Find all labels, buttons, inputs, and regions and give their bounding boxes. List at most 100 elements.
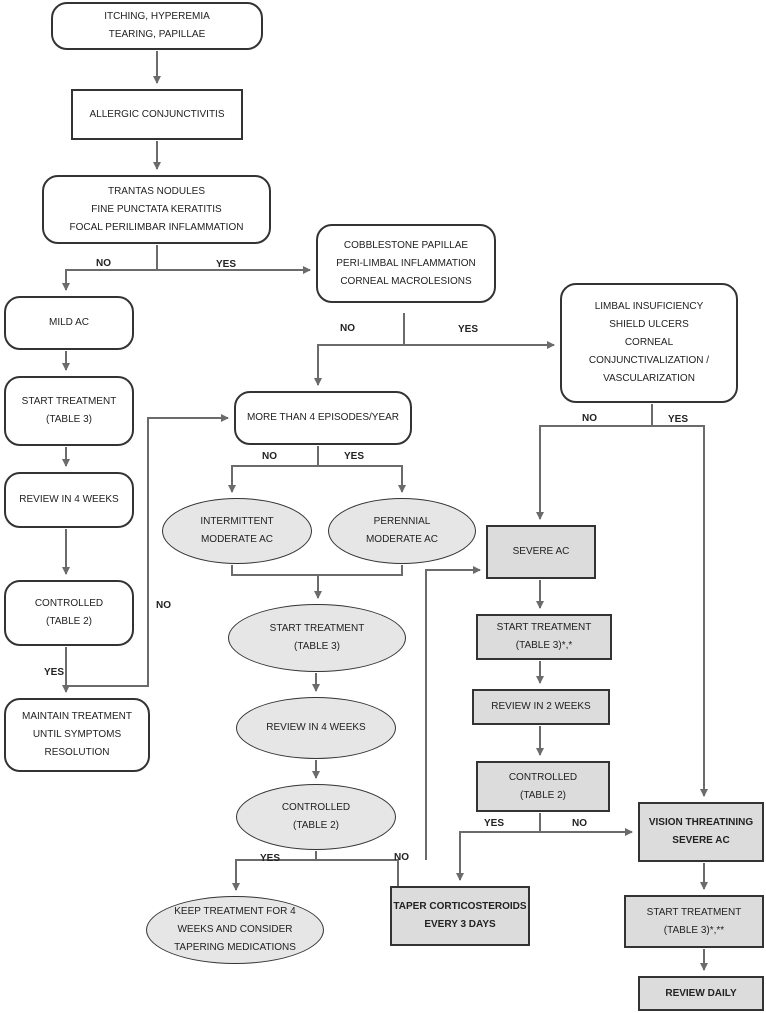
node-intermittent-moderate-ac: INTERMITTENT MODERATE AC xyxy=(162,498,312,564)
node-review-4-weeks-moderate: REVIEW IN 4 WEEKS xyxy=(236,697,396,759)
node-symptoms: ITCHING, HYPEREMIA TEARING, PAPILLAE xyxy=(51,2,263,50)
label-no-episodes: NO xyxy=(262,451,277,462)
node-line: CONTROLLED xyxy=(34,598,104,609)
label-no-mild: NO xyxy=(156,600,171,611)
node-taper-corticosteroids: TAPER CORTICOSTEROIDS EVERY 3 DAYS xyxy=(390,886,530,946)
node-line: START TREATMENT xyxy=(21,396,117,407)
node-line: REVIEW IN 2 WEEKS xyxy=(491,701,591,712)
node-line: MORE THAN 4 EPISODES/YEAR xyxy=(246,412,400,423)
node-trantas-nodules: TRANTAS NODULES FINE PUNCTATA KERATITIS … xyxy=(42,175,271,244)
arrow-limbal-yes-to-vision xyxy=(652,425,708,797)
label-yes-moderate: YES xyxy=(260,853,281,864)
node-line: MILD AC xyxy=(48,317,89,328)
node-line: ALLERGIC CONJUNCTIVITIS xyxy=(89,108,225,120)
node-start-treatment-mild: START TREATMENT (TABLE 3) xyxy=(4,376,134,446)
arrow-cobblestone-no-to-episodes xyxy=(314,344,404,386)
node-line: START TREATMENT xyxy=(496,622,592,633)
label-no-trantas: NO xyxy=(96,258,111,269)
node-controlled-mild: CONTROLLED (TABLE 2) xyxy=(4,580,134,646)
arrow-episodes-yes-to-perennial xyxy=(318,465,406,493)
node-line: FOCAL PERILIMBAR INFLAMMATION xyxy=(69,221,244,233)
node-line: REVIEW IN 4 WEEKS xyxy=(266,722,366,733)
node-line: START TREATMENT xyxy=(269,623,365,634)
node-limbal-insufficiency: LIMBAL INSUFICIENCY SHIELD ULCERS CORNEA… xyxy=(560,283,738,403)
label-yes-episodes: YES xyxy=(344,451,365,462)
label-no-cobblestone: NO xyxy=(340,323,355,334)
arrow-controlled-no-to-severe xyxy=(316,859,399,886)
node-keep-treatment: KEEP TREATMENT FOR 4 WEEKS AND CONSIDER … xyxy=(146,896,324,964)
label-yes-mild: YES xyxy=(44,667,65,678)
node-line: TAPER CORTICOSTEROIDS xyxy=(393,901,527,912)
arrow-trantas-no-to-mild xyxy=(62,269,157,291)
line-moderate-merge xyxy=(231,565,403,576)
node-severe-ac: SEVERE AC xyxy=(486,525,596,579)
arrow-controlled-yes-to-taper xyxy=(456,831,540,881)
node-cobblestone-papillae: COBBLESTONE PAPILLAE PERI-LIMBAL INFLAMM… xyxy=(316,224,496,303)
arrow-episodes-no-to-intermittent xyxy=(228,465,318,493)
node-line: (TABLE 3)*,* xyxy=(515,640,573,651)
node-line: CORNEAL MACROLESIONS xyxy=(340,275,472,287)
node-line: UNTIL SYMPTOMS xyxy=(32,729,122,740)
label-yes-cobblestone: YES xyxy=(458,324,479,335)
label-no-limbal: NO xyxy=(582,413,597,424)
arrow-loop-to-severe xyxy=(425,566,481,860)
node-line: VASCULARIZATION xyxy=(603,373,695,384)
node-controlled-moderate: CONTROLLED (TABLE 2) xyxy=(236,784,396,850)
node-review-daily: REVIEW DAILY xyxy=(638,976,764,1011)
node-line: ITCHING, HYPEREMIA xyxy=(104,11,210,22)
node-line: FINE PUNCTATA KERATITIS xyxy=(91,203,222,215)
node-line: (TABLE 2) xyxy=(46,616,92,627)
node-line: CONTROLLED xyxy=(281,802,351,813)
node-line: PERENNIAL xyxy=(373,516,431,527)
node-mild-ac: MILD AC xyxy=(4,296,134,350)
node-line: CORNEAL xyxy=(624,337,674,348)
node-line: KEEP TREATMENT FOR 4 xyxy=(174,906,296,917)
node-line: TRANTAS NODULES xyxy=(107,185,206,197)
arrow-controlled-yes-to-keep xyxy=(232,859,316,891)
arrow-limbal-no-to-severe xyxy=(536,425,652,520)
label-yes-limbal: YES xyxy=(668,414,689,425)
node-line: REVIEW DAILY xyxy=(665,987,737,999)
node-line: LIMBAL INSUFICIENCY xyxy=(594,301,704,312)
node-line: MODERATE AC xyxy=(200,534,274,545)
node-perennial-moderate-ac: PERENNIAL MODERATE AC xyxy=(328,498,476,564)
node-vision-threatening: VISION THREATINING SEVERE AC xyxy=(638,802,764,862)
node-line: SEVERE AC xyxy=(672,835,730,846)
label-no-moderate: NO xyxy=(394,852,409,863)
node-controlled-severe: CONTROLLED (TABLE 2) xyxy=(476,761,610,812)
node-line: INTERMITTENT xyxy=(200,516,274,527)
node-line: (TABLE 2) xyxy=(293,820,339,831)
node-line: RESOLUTION xyxy=(44,747,110,758)
node-line: VISION THREATINING xyxy=(648,817,754,828)
node-line: CONTROLLED xyxy=(508,771,578,783)
label-no-severe: NO xyxy=(572,818,587,829)
node-maintain-treatment: MAINTAIN TREATMENT UNTIL SYMPTOMS RESOLU… xyxy=(4,698,150,772)
node-line: TEARING, PAPILLAE xyxy=(108,29,206,40)
node-line: (TABLE 3)*,** xyxy=(663,924,725,936)
node-line: CONJUNCTIVALIZATION / xyxy=(588,355,710,366)
node-line: EVERY 3 DAYS xyxy=(424,919,496,930)
node-more-than-4-episodes: MORE THAN 4 EPISODES/YEAR xyxy=(234,391,412,445)
node-allergic-conjunctivitis: ALLERGIC CONJUNCTIVITIS xyxy=(71,89,243,140)
node-start-treatment-moderate: START TREATMENT (TABLE 3) xyxy=(228,604,406,672)
node-line: SHIELD ULCERS xyxy=(609,319,689,330)
node-line: MODERATE AC xyxy=(365,534,439,545)
label-yes-severe: YES xyxy=(484,818,505,829)
node-line: MAINTAIN TREATMENT xyxy=(22,711,132,722)
node-line: START TREATMENT xyxy=(646,906,742,918)
node-start-treatment-severe: START TREATMENT (TABLE 3)*,* xyxy=(476,614,612,660)
node-line: TAPERING MEDICATIONS xyxy=(174,942,296,953)
node-line: SEVERE AC xyxy=(512,546,570,557)
label-yes-trantas: YES xyxy=(216,259,237,270)
node-review-4-weeks-mild: REVIEW IN 4 WEEKS xyxy=(4,472,134,528)
node-line: (TABLE 3) xyxy=(294,641,340,652)
node-line: COBBLESTONE PAPILLAE xyxy=(343,239,469,251)
node-line: PERI-LIMBAL INFLAMMATION xyxy=(336,257,476,269)
node-line: WEEKS AND CONSIDER xyxy=(177,924,293,935)
node-line: (TABLE 3) xyxy=(46,414,92,425)
arrow-controlled-no-to-episodes xyxy=(66,414,229,687)
node-line: REVIEW IN 4 WEEKS xyxy=(19,494,119,505)
node-start-treatment-vision: START TREATMENT (TABLE 3)*,** xyxy=(624,895,764,948)
